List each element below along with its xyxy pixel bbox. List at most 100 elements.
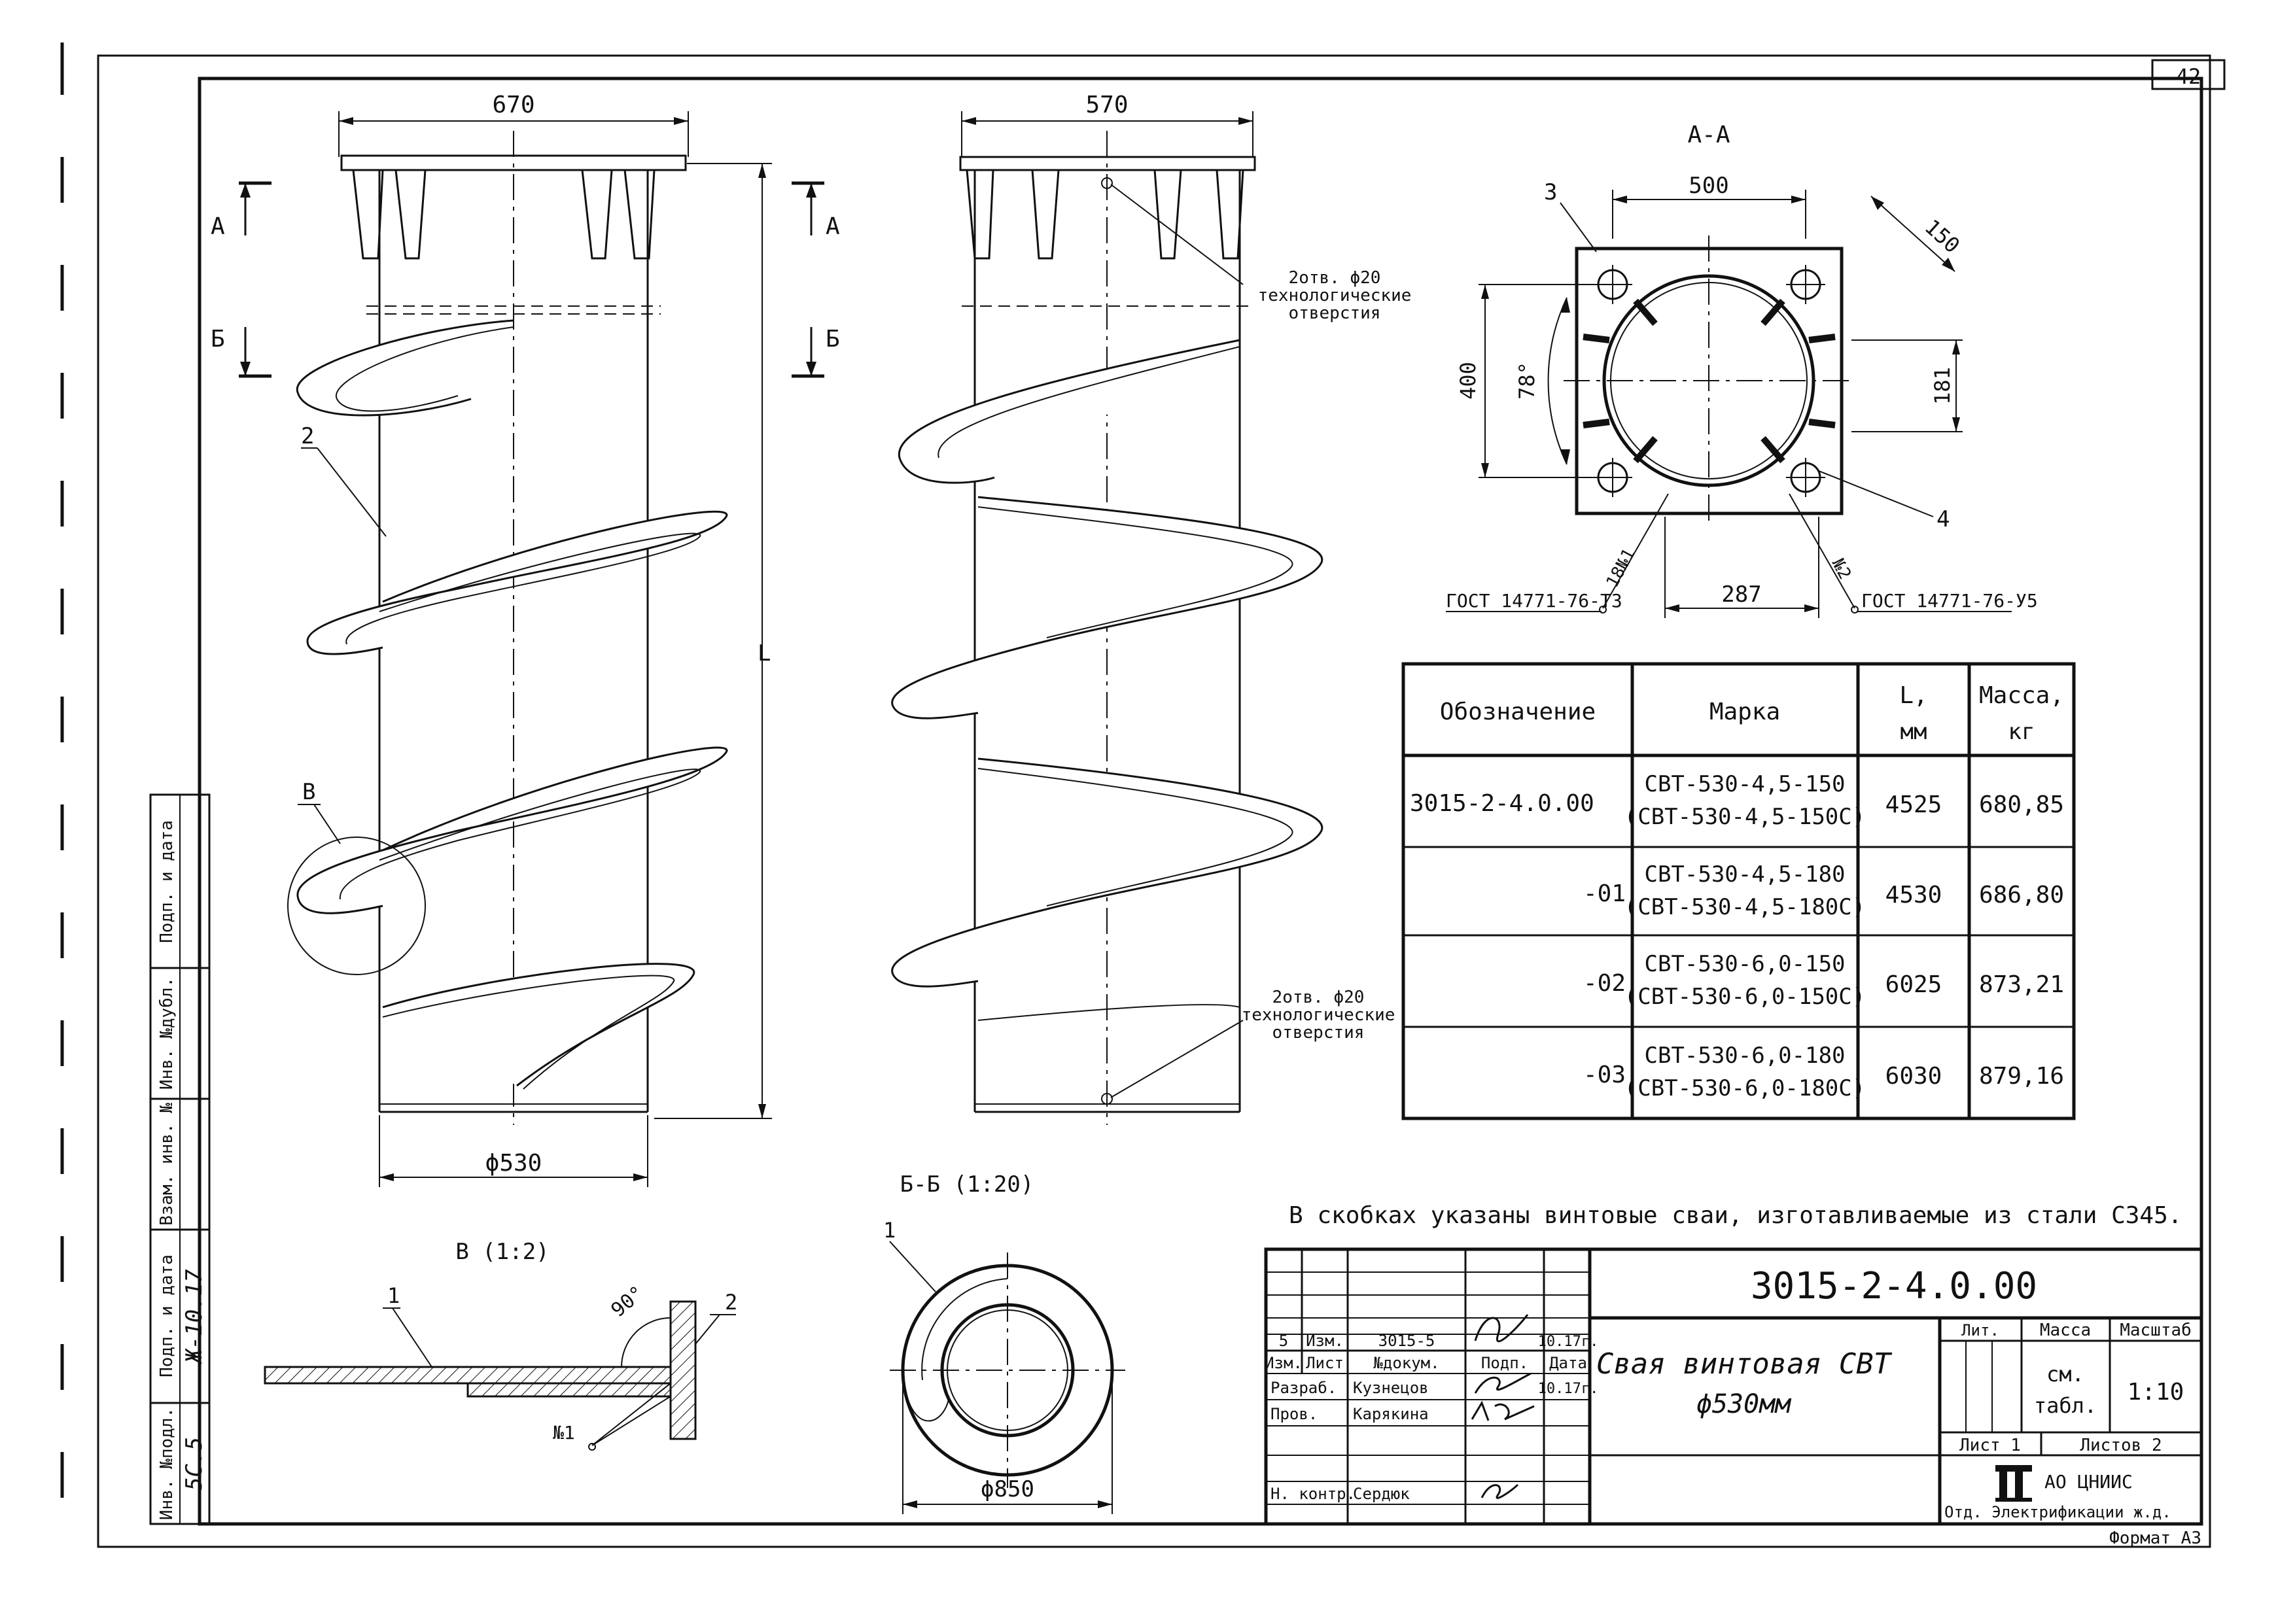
side-width-dim: 570 — [1085, 92, 1128, 118]
tb-razrab-label: Разраб. — [1270, 1379, 1337, 1397]
tb-name-line1: Свая винтовая СВТ — [1596, 1347, 1893, 1381]
detail-v-callout-1: 1 — [387, 1283, 400, 1308]
tb-hdr-podp: Подп. — [1481, 1354, 1528, 1372]
row3-mass: 873,21 — [1979, 971, 2064, 998]
row3-length: 6025 — [1885, 971, 1942, 998]
tb-sheets-label: Листов 2 — [2080, 1436, 2162, 1455]
stamp-vzam-inv: Взам. инв. № — [157, 1103, 177, 1226]
tb-nkontr-name: Сердюк — [1353, 1485, 1410, 1503]
tb-prov-name: Карякина — [1353, 1405, 1429, 1423]
th-mark: Марка — [1709, 699, 1780, 725]
row4-mark: СВТ-530-6,0-180 — [1644, 1043, 1845, 1069]
section-a-left: А — [211, 213, 225, 240]
aa-angle-78: 78° — [1515, 362, 1539, 400]
inner-frame — [198, 77, 2203, 1526]
tb-mass-value-2: табл. — [2034, 1393, 2097, 1418]
aa-callout-3: 3 — [1544, 179, 1557, 205]
tb-sheet-label: Лист 1 — [1959, 1436, 2021, 1455]
tech-hole-bottom — [1101, 1093, 1113, 1105]
tb-hdr-ndoc: №докум. — [1373, 1354, 1439, 1372]
row3-mark: СВТ-530-6,0-150 — [1644, 951, 1845, 977]
hole-note-bottom-3: отверстия — [1272, 1023, 1365, 1043]
hole-note-top-2: технологические — [1258, 286, 1412, 305]
callout-v: В — [302, 779, 315, 805]
hole-note-top-3: отверстия — [1289, 303, 1381, 323]
tb-scale-label: Масштаб — [2120, 1321, 2192, 1340]
tb-org-name: АО ЦНИИС — [2044, 1471, 2133, 1493]
stamp-inv-dubl: Инв. №дубл. — [157, 977, 177, 1090]
tb-lit-label: Лит. — [1961, 1321, 1999, 1339]
tb-code: 3015-2-4.0.00 — [1751, 1265, 2037, 1307]
tb-nkontr-label: Н. контр. — [1270, 1485, 1356, 1503]
steel-note: В скобках указаны винтовые сваи, изготав… — [1289, 1202, 2182, 1229]
bb-dia-dim: ϕ850 — [981, 1476, 1034, 1502]
aa-weld-right-no: №2 — [1828, 555, 1855, 583]
row2-designation: -01 — [1583, 880, 1626, 907]
sheet-number: 42 — [2176, 64, 2201, 89]
head-plate — [340, 154, 687, 171]
tb-mass-value-1: см. — [2046, 1362, 2084, 1387]
side-stamp: Подп. и дата Инв. №дубл. Взам. инв. № По… — [149, 793, 211, 1525]
signature-rev — [1474, 1314, 1529, 1343]
hole-note-top-1: 2отв. ϕ20 — [1289, 268, 1381, 288]
row1-mark-alt: (СВТ-530-4,5-150С) — [1624, 804, 1865, 830]
th-length-unit: мм — [1901, 719, 1927, 745]
tb-razrab-date: 10.17г. — [1538, 1381, 1599, 1397]
aa-weld-right: ГОСТ 14771-76-У5 — [1861, 590, 2038, 612]
row1-length: 4525 — [1885, 791, 1942, 818]
tb-razrab-name: Кузнецов — [1353, 1379, 1429, 1397]
stamp-date-value: Ж-10.17 — [181, 1269, 207, 1365]
section-aa: А-А 500 150 — [1446, 122, 2038, 618]
aa-dim-150: 150 — [1920, 215, 1965, 258]
hole-note-bottom-2: технологические — [1242, 1005, 1395, 1025]
tb-prov-label: Пров. — [1270, 1405, 1318, 1423]
stamp-podp-data-2: Подп. и дата — [157, 1254, 177, 1377]
tb-scale-value: 1:10 — [2128, 1379, 2184, 1406]
callout-2: 2 — [301, 423, 314, 449]
aa-dim-400: 400 — [1456, 362, 1480, 400]
row4-mark-alt: (СВТ-530-6,0-180С) — [1624, 1075, 1865, 1101]
tb-mass-label: Масса — [2040, 1321, 2091, 1340]
row2-mark: СВТ-530-4,5-180 — [1644, 861, 1845, 888]
length-dim: L — [758, 640, 771, 666]
pipe-diameter-dim: ϕ530 — [485, 1150, 542, 1177]
aa-dim-287: 287 — [1721, 581, 1761, 608]
tb-rev-date: 10.17г. — [1538, 1334, 1599, 1350]
outer-frame — [97, 54, 2211, 1548]
row2-mark-alt: (СВТ-530-4,5-180С) — [1624, 894, 1865, 920]
detail-v: В (1:2) 90° 1 2 №1 — [264, 1239, 737, 1451]
side-view: 570 2отв. ϕ20 технологические отверстия … — [891, 92, 1412, 1125]
row2-length: 4530 — [1885, 882, 1942, 908]
stamp-inv-podl: Инв. №подл. — [157, 1408, 177, 1520]
bb-callout-1: 1 — [883, 1218, 896, 1243]
tb-name-line2: ϕ530мм — [1696, 1389, 1792, 1419]
title-block: 5 Изм. 3015-5 10.17г. Изм. Лист №докум. … — [1264, 1247, 2203, 1526]
detail-v-angle: 90° — [607, 1281, 649, 1322]
tb-org-dept: Отд. Электрификации ж.д. — [1944, 1503, 2171, 1521]
stamp-podp-data-1: Подп. и дата — [157, 820, 177, 943]
front-view: 670 А А Б Б — [211, 92, 840, 1187]
row1-mark: СВТ-530-4,5-150 — [1644, 771, 1845, 797]
aa-weld-left: ГОСТ 14771-76-Т3 — [1446, 590, 1622, 612]
row4-length: 6030 — [1885, 1063, 1942, 1090]
tb-rev-doc: 3015-5 — [1378, 1332, 1435, 1350]
row1-mass: 680,85 — [1979, 791, 2064, 818]
aa-callout-4: 4 — [1936, 506, 1950, 532]
aa-weld-left-no: 18№1 — [1603, 545, 1639, 591]
row3-designation: -02 — [1583, 970, 1626, 997]
row2-mass: 686,80 — [1979, 882, 2064, 908]
sheet-number-box — [2151, 59, 2226, 90]
hole-note-bottom-1: 2отв. ϕ20 — [1272, 988, 1365, 1007]
front-width-dim: 670 — [492, 92, 534, 118]
detail-v-weld-no: №1 — [553, 1422, 575, 1443]
section-bb-title: Б-Б (1:20) — [900, 1171, 1034, 1198]
stamp-inv-value: 5С.5 — [181, 1437, 207, 1491]
signature-razrab — [1474, 1372, 1532, 1394]
detail-v-circle — [287, 837, 426, 975]
detail-v-callout-2: 2 — [725, 1290, 737, 1315]
tb-rev-izm: Изм. — [1306, 1332, 1344, 1350]
tech-hole-top — [1101, 177, 1113, 189]
tb-hdr-list: Лист — [1306, 1354, 1344, 1372]
row4-mass: 879,16 — [1979, 1063, 2064, 1090]
